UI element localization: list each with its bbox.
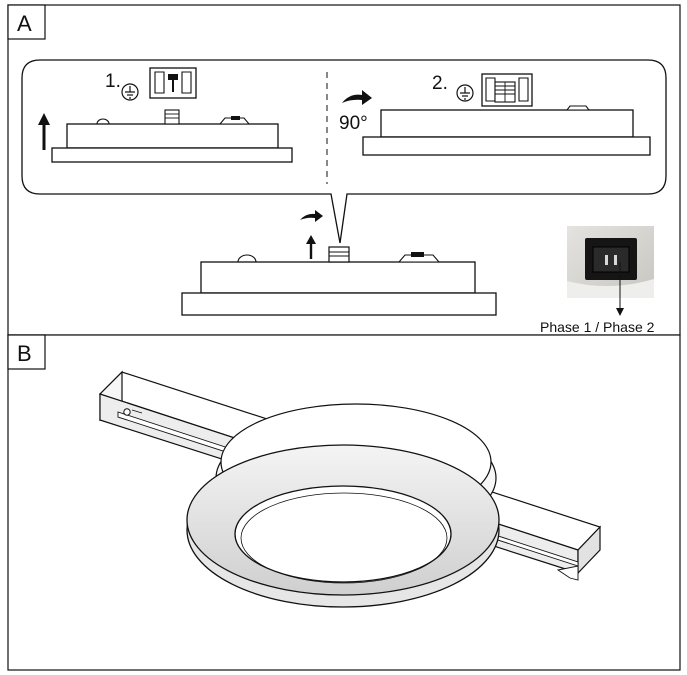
phase-switch-photo bbox=[567, 226, 654, 316]
panel-a-label: A bbox=[17, 11, 32, 36]
ground-icon bbox=[456, 84, 474, 102]
rotation-angle: 90° bbox=[339, 113, 368, 134]
panel-b-label: B bbox=[17, 341, 32, 366]
panel-a-label-box bbox=[7, 4, 46, 40]
step-1-luminaire bbox=[51, 109, 293, 163]
step-2-luminaire bbox=[362, 105, 651, 156]
arrow-up-icon bbox=[38, 113, 50, 150]
phase-switch-caption: Phase 1 / Phase 2 bbox=[540, 319, 655, 335]
round-luminaire bbox=[186, 403, 500, 608]
step-1: 1. bbox=[38, 67, 293, 163]
track-profile-icon bbox=[149, 67, 197, 99]
step-1-label: 1. bbox=[105, 71, 121, 92]
arrow-up-icon bbox=[306, 235, 316, 259]
main-luminaire bbox=[181, 210, 497, 316]
panel-a: A 1. bbox=[7, 4, 681, 336]
rotate-arrow-icon bbox=[300, 210, 323, 222]
step-2: 2. 90° bbox=[339, 73, 651, 156]
ground-icon bbox=[121, 83, 139, 101]
rotate-arrow-icon bbox=[342, 90, 372, 105]
step-2-label: 2. bbox=[432, 73, 448, 94]
track-adapter-icon bbox=[481, 73, 533, 107]
panel-b-label-box bbox=[7, 334, 46, 370]
panel-b: B bbox=[7, 334, 681, 671]
